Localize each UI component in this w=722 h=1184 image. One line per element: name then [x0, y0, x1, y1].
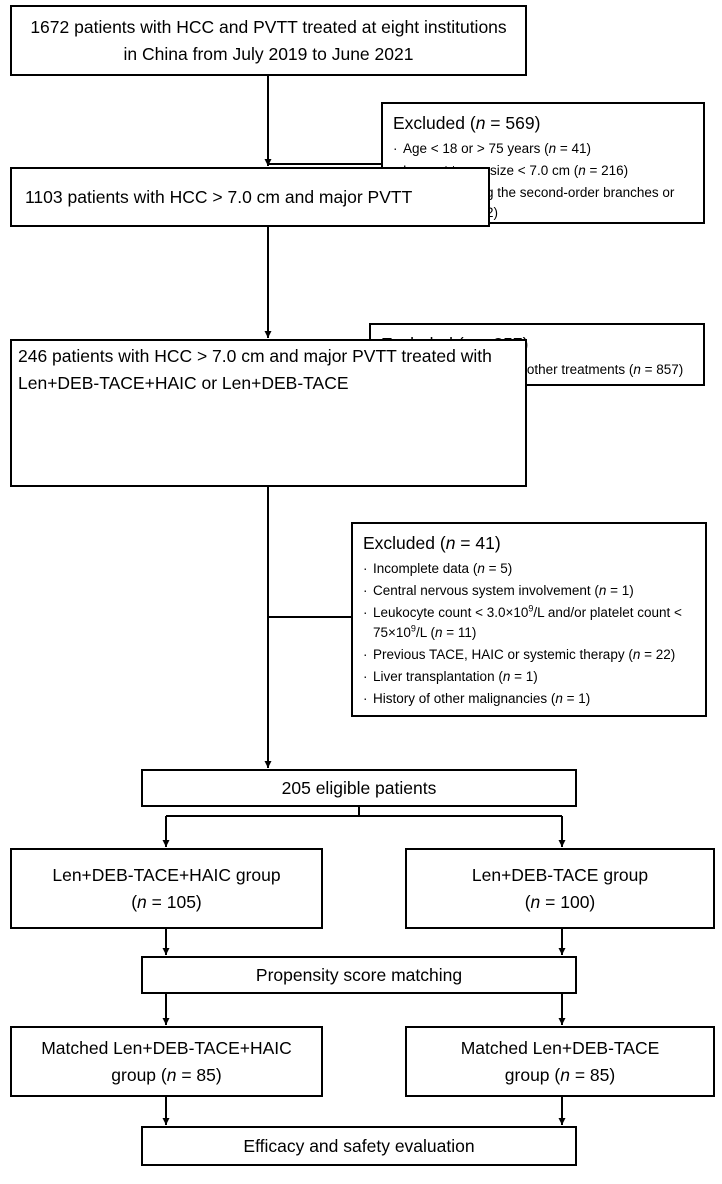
propensity-score-matching-box: Propensity score matching — [141, 956, 577, 994]
group-b-box: Len+DEB-TACE group (n = 100) — [405, 848, 715, 929]
excluded-1-item-age: Age < 18 or > 75 years (n = 41) — [393, 139, 693, 159]
excluded-3-item-incomplete-data: Incomplete data (n = 5) — [363, 559, 695, 579]
matched-a-line1: Matched Len+DEB-TACE+HAIC — [41, 1037, 292, 1058]
evaluation-line1: Efficacy and safety evaluation — [243, 1135, 475, 1156]
matched-b-line1: Matched Len+DEB-TACE — [460, 1037, 660, 1058]
eligible-line1: 205 eligible patients — [281, 777, 437, 798]
excluded-1-title: Excluded (n = 569) — [393, 113, 541, 133]
enrolled-patients-box: 1672 patients with HCC and PVTT treated … — [10, 5, 527, 76]
group-a-line1: Len+DEB-TACE+HAIC group — [52, 864, 281, 885]
excluded-3-item-liver-transplant: Liver transplantation (n = 1) — [363, 667, 695, 687]
excluded-3-item-previous-therapy: Previous TACE, HAIC or systemic therapy … — [363, 645, 695, 665]
psm-line1: Propensity score matching — [255, 964, 463, 985]
matched-group-b-box: Matched Len+DEB-TACE group (n = 85) — [405, 1026, 715, 1097]
excluded-3-item-leukocyte-platelet: Leukocyte count < 3.0×109/L and/or plate… — [363, 603, 695, 643]
matched-b-line2: group (n = 85) — [504, 1064, 616, 1085]
stage2-box: 1103 patients with HCC > 7.0 cm and majo… — [10, 167, 490, 227]
excluded-3-item-cns: Central nervous system involvement (n = … — [363, 581, 695, 601]
stage3-line1: 246 patients with HCC > 7.0 cm and major… — [18, 346, 492, 366]
stage2-line1: 1103 patients with HCC > 7.0 cm and majo… — [25, 186, 413, 207]
group-a-box: Len+DEB-TACE+HAIC group (n = 105) — [10, 848, 323, 929]
group-b-line2: (n = 100) — [524, 891, 596, 912]
enrolled-line2: in China from July 2019 to June 2021 — [123, 43, 414, 64]
group-a-line2: (n = 105) — [131, 891, 202, 912]
excluded-3-item-other-malignancies: History of other malignancies (n = 1) — [363, 689, 695, 709]
enrolled-line1: 1672 patients with HCC and PVTT treated … — [30, 16, 507, 37]
eligible-patients-box: 205 eligible patients — [141, 769, 577, 807]
matched-a-line2: group (n = 85) — [111, 1064, 222, 1085]
excluded-box-3: Excluded (n = 41) Incomplete data (n = 5… — [351, 522, 707, 717]
stage3-line2: Len+DEB-TACE+HAIC or Len+DEB-TACE — [18, 373, 349, 393]
excluded-3-title: Excluded (n = 41) — [363, 533, 501, 553]
efficacy-safety-evaluation-box: Efficacy and safety evaluation — [141, 1126, 577, 1166]
stage3-box-inner: 246 patients with HCC > 7.0 cm and major… — [10, 339, 527, 487]
matched-group-a-box: Matched Len+DEB-TACE+HAIC group (n = 85) — [10, 1026, 323, 1097]
group-b-line1: Len+DEB-TACE group — [471, 864, 649, 885]
stage3-box — [10, 339, 527, 487]
